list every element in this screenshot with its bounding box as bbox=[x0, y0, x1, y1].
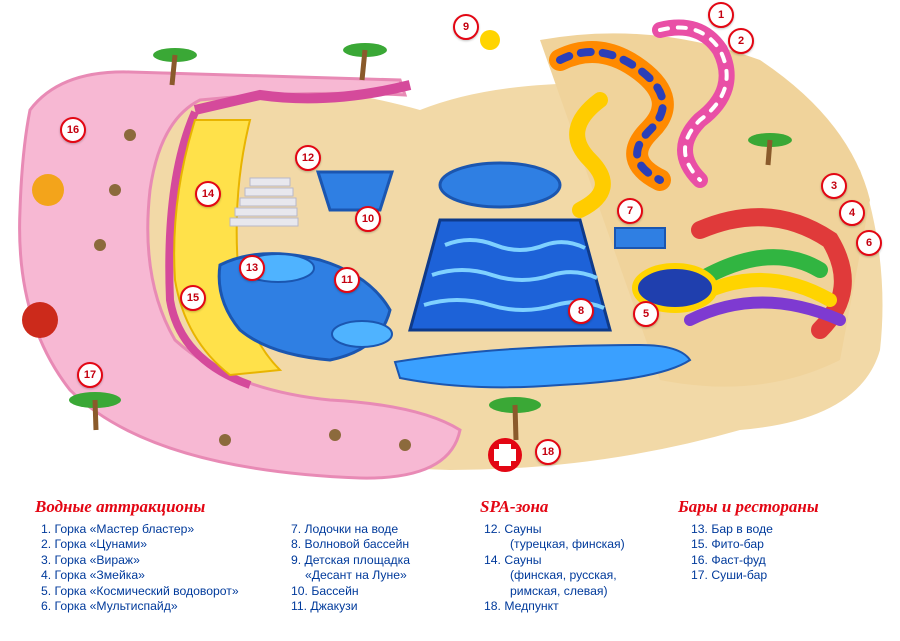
legend-spa: SPA-зона 12. Сауны (турецкая, финская) 1… bbox=[480, 497, 625, 614]
marker-7[interactable]: 7 bbox=[617, 198, 643, 224]
legend-spa-list: 12. Сауны (турецкая, финская) 14. Сауны … bbox=[480, 522, 625, 614]
marker-13[interactable]: 13 bbox=[239, 255, 265, 281]
marker-2[interactable]: 2 bbox=[728, 28, 754, 54]
marker-8[interactable]: 8 bbox=[568, 298, 594, 324]
legend-item: 6. Горка «Мультиспайд» bbox=[41, 599, 178, 614]
legend-item: 4. Горка «Змейка» bbox=[41, 568, 145, 583]
marker-1[interactable]: 1 bbox=[708, 2, 734, 28]
legend-item: (финская, русская, bbox=[510, 568, 617, 583]
legend-item: 16. Фаст-фуд bbox=[691, 552, 766, 567]
legend-water: Водные аттракционы 1. Горка «Мастер блас… bbox=[35, 497, 410, 614]
legend-item: 10. Бассейн bbox=[291, 583, 359, 598]
legend-item: 2. Горка «Цунами» bbox=[41, 537, 148, 552]
marker-5[interactable]: 5 bbox=[633, 301, 659, 327]
waterpark-map bbox=[18, 19, 883, 480]
legend-item: 3. Горка «Вираж» bbox=[41, 552, 140, 567]
legend-water-col1: 1. Горка «Мастер бластер» 2. Горка «Цуна… bbox=[35, 522, 291, 614]
marker-16[interactable]: 16 bbox=[60, 117, 86, 143]
legend-item: 9. Детская площадка bbox=[291, 552, 411, 567]
legend-bars: Бары и рестораны 13. Бар в воде 15. Фито… bbox=[678, 497, 819, 584]
legend-water-col2: 7. Лодочки на воде 8. Волновой бассейн 9… bbox=[291, 522, 410, 614]
marker-17[interactable]: 17 bbox=[77, 362, 103, 388]
slides bbox=[549, 19, 852, 339]
legend-bars-title: Бары и рестораны bbox=[678, 497, 819, 516]
stairs bbox=[229, 177, 299, 227]
legend-item: римская, слевая) bbox=[510, 583, 608, 598]
legend-item: 7. Лодочки на воде bbox=[291, 522, 399, 536]
legend-item: 1. Горка «Мастер бластер» bbox=[41, 522, 195, 536]
boats-river bbox=[393, 343, 692, 389]
legend-item: 8. Волновой бассейн bbox=[291, 537, 410, 552]
legend-item: 15. Фито-бар bbox=[691, 537, 764, 552]
legend-item: 5. Горка «Космический водоворот» bbox=[41, 583, 239, 598]
fastfood-icon bbox=[32, 174, 64, 206]
moon-icon bbox=[480, 30, 500, 50]
marker-6[interactable]: 6 bbox=[856, 230, 882, 256]
marker-10[interactable]: 10 bbox=[355, 206, 381, 232]
marker-12[interactable]: 12 bbox=[295, 145, 321, 171]
pink-railing bbox=[193, 80, 412, 115]
legend-item: 18. Медпункт bbox=[484, 599, 559, 614]
legend-item: «Десант на Луне» bbox=[305, 568, 407, 583]
sushi-icon bbox=[22, 302, 58, 338]
pool-10 bbox=[315, 170, 395, 212]
marker-4[interactable]: 4 bbox=[839, 200, 865, 226]
legend-item: 13. Бар в воде bbox=[691, 522, 773, 536]
marker-9[interactable]: 9 bbox=[453, 14, 479, 40]
marker-18[interactable]: 18 bbox=[535, 439, 561, 465]
legend-item: 11. Джакузи bbox=[291, 599, 358, 614]
legend-water-title: Водные аттракционы bbox=[35, 497, 206, 516]
marker-15[interactable]: 15 bbox=[180, 285, 206, 311]
legend-item: 14. Сауны bbox=[484, 552, 542, 567]
marker-11[interactable]: 11 bbox=[334, 267, 360, 293]
marker-14[interactable]: 14 bbox=[195, 181, 221, 207]
funnel-slide bbox=[632, 263, 718, 313]
cafe-tables bbox=[94, 129, 411, 451]
medpoint-icon bbox=[488, 438, 522, 472]
legend-item: 12. Сауны bbox=[484, 522, 542, 536]
legend-bars-list: 13. Бар в воде 15. Фито-бар 16. Фаст-фуд… bbox=[678, 522, 819, 584]
marker-3[interactable]: 3 bbox=[821, 173, 847, 199]
legend-item: 17. Суши-бар bbox=[691, 568, 768, 583]
legend-item: (турецкая, финская) bbox=[510, 537, 625, 552]
legend-spa-title: SPA-зона bbox=[480, 497, 549, 516]
kids-pool bbox=[438, 161, 562, 209]
